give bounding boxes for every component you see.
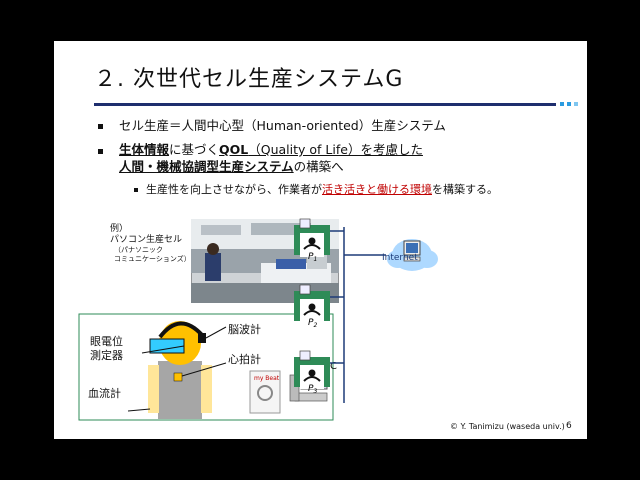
workstation-icon: P1 <box>294 218 330 263</box>
accent-square <box>567 102 571 106</box>
photo-caption: 例） パソコン生産セル （パナソニック コミュニケーションズ） <box>110 224 191 264</box>
text-fragment: （Quality of Life）を考慮した <box>248 142 423 157</box>
bullet-2-line-1: 生体情報に基づくQOL（Quality of Life）を考慮した <box>119 142 423 158</box>
label-line: 眼電位 <box>90 335 123 348</box>
title-rule <box>94 103 556 106</box>
heart-monitor-icon: my Beat <box>249 370 281 414</box>
monitor-icon <box>403 240 421 262</box>
device-brand: my Beat <box>254 375 280 382</box>
keyword-bio-info: 生体情報 <box>119 142 170 157</box>
workstation-icon: P3 <box>294 350 330 395</box>
internet-label: Internet <box>382 253 418 263</box>
station-label: P2 <box>308 318 317 329</box>
bullet-square <box>98 124 103 129</box>
text-fragment: を構築する。 <box>432 183 498 196</box>
caption-line: （パナソニック <box>114 246 163 254</box>
keyword-cooperative-system: 人間・機械協調型生産システム <box>119 159 294 174</box>
label-line: 測定器 <box>90 349 123 362</box>
footer-credit: © Y. Tanimizu (waseda univ.) <box>450 422 565 431</box>
blood-flow-label: 血流計 <box>88 387 121 400</box>
station-label: P3 <box>308 384 317 395</box>
bullet-square <box>98 149 103 154</box>
heart-label: 心拍計 <box>228 353 261 366</box>
text-fragment: に基づく <box>169 142 220 157</box>
workstation-icon: P2 <box>294 284 330 329</box>
sub-bullet: 生産性を向上させながら、作業者が活き活きと働ける環境を構築する。 <box>146 182 498 198</box>
eog-label: 眼電位測定器 <box>90 335 123 363</box>
page-number: 6 <box>566 421 572 431</box>
worker-arm <box>148 365 159 413</box>
keyword-qol: QOL <box>219 142 249 157</box>
highlight-lively: 活き活きと働ける環境 <box>322 183 432 196</box>
sub-bullet-square <box>134 188 138 192</box>
bullet-1: セル生産＝人間中心型（Human-oriented）生産システム <box>119 118 446 133</box>
worker-body <box>158 361 202 419</box>
caption-line: コミュニケーションズ） <box>114 255 191 263</box>
bullet-2-line-2: 人間・機械協調型生産システムの構築へ <box>119 159 344 175</box>
station-label: P1 <box>308 252 317 263</box>
text-fragment: の構築へ <box>293 159 344 174</box>
slide: ２. 次世代セル生産システムG セル生産＝人間中心型（Human-oriente… <box>54 41 587 439</box>
worker-arm <box>201 365 212 413</box>
caption-line: 例） <box>110 224 129 234</box>
eeg-label: 脳波計 <box>228 323 261 336</box>
slide-title: ２. 次世代セル生産システムG <box>94 67 404 92</box>
caption-line: パソコン生産セル <box>110 235 183 245</box>
text-fragment: 生産性を向上させながら、作業者が <box>146 183 322 196</box>
accent-square <box>574 102 578 106</box>
accent-square <box>560 102 564 106</box>
